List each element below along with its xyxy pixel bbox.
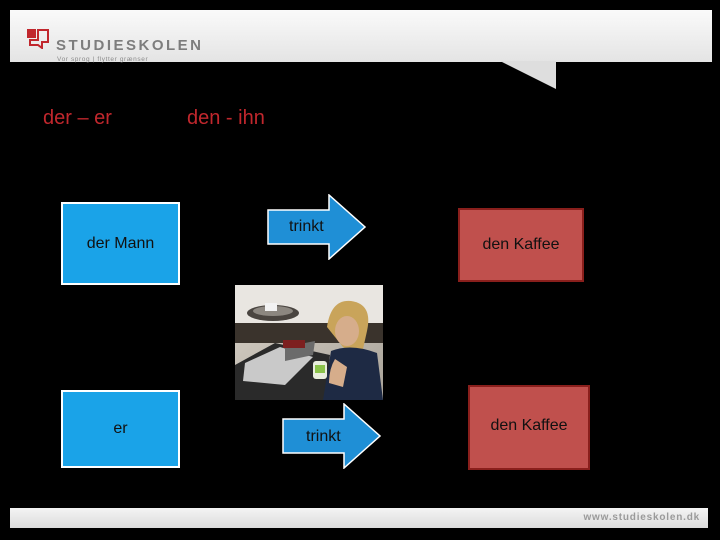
footer-website[interactable]: www.studieskolen.dk	[583, 512, 700, 523]
subject-pronoun-label: er	[113, 420, 128, 437]
object-box-den-kaffee-2: den Kaffee	[468, 385, 590, 470]
verb-arrow-bottom: trinkt	[282, 403, 382, 469]
subject-box-der-mann: der Mann	[61, 202, 180, 285]
studieskolen-logo-icon	[27, 29, 49, 49]
object-label: den Kaffee	[482, 236, 560, 253]
verb-label: trinkt	[306, 428, 341, 445]
heading-den-ihn: den - ihn	[187, 107, 265, 129]
heading-der-er: der – er	[43, 107, 112, 129]
object-label: den Kaffee	[490, 417, 568, 434]
photo-man-drinking-coffee	[235, 285, 383, 400]
subject-label: der Mann	[86, 234, 155, 252]
verb-label: trinkt	[289, 218, 324, 235]
right-arrow-icon	[282, 403, 382, 469]
logo-name: STUDIESKOLEN	[56, 37, 204, 54]
logo-tagline: Vor sprog | flytter grænser	[57, 56, 149, 63]
verb-arrow-top: trinkt	[267, 194, 367, 260]
subject-box-er: er	[61, 390, 180, 468]
footer-bar: www.studieskolen.dk	[10, 508, 708, 528]
object-box-den-kaffee: den Kaffee	[458, 208, 584, 282]
right-arrow-icon	[267, 194, 367, 260]
banner-speech-tail	[500, 61, 556, 89]
man-with-coffee-illustration	[235, 285, 383, 400]
header-banner: STUDIESKOLEN Vor sprog | flytter grænser	[10, 10, 712, 63]
